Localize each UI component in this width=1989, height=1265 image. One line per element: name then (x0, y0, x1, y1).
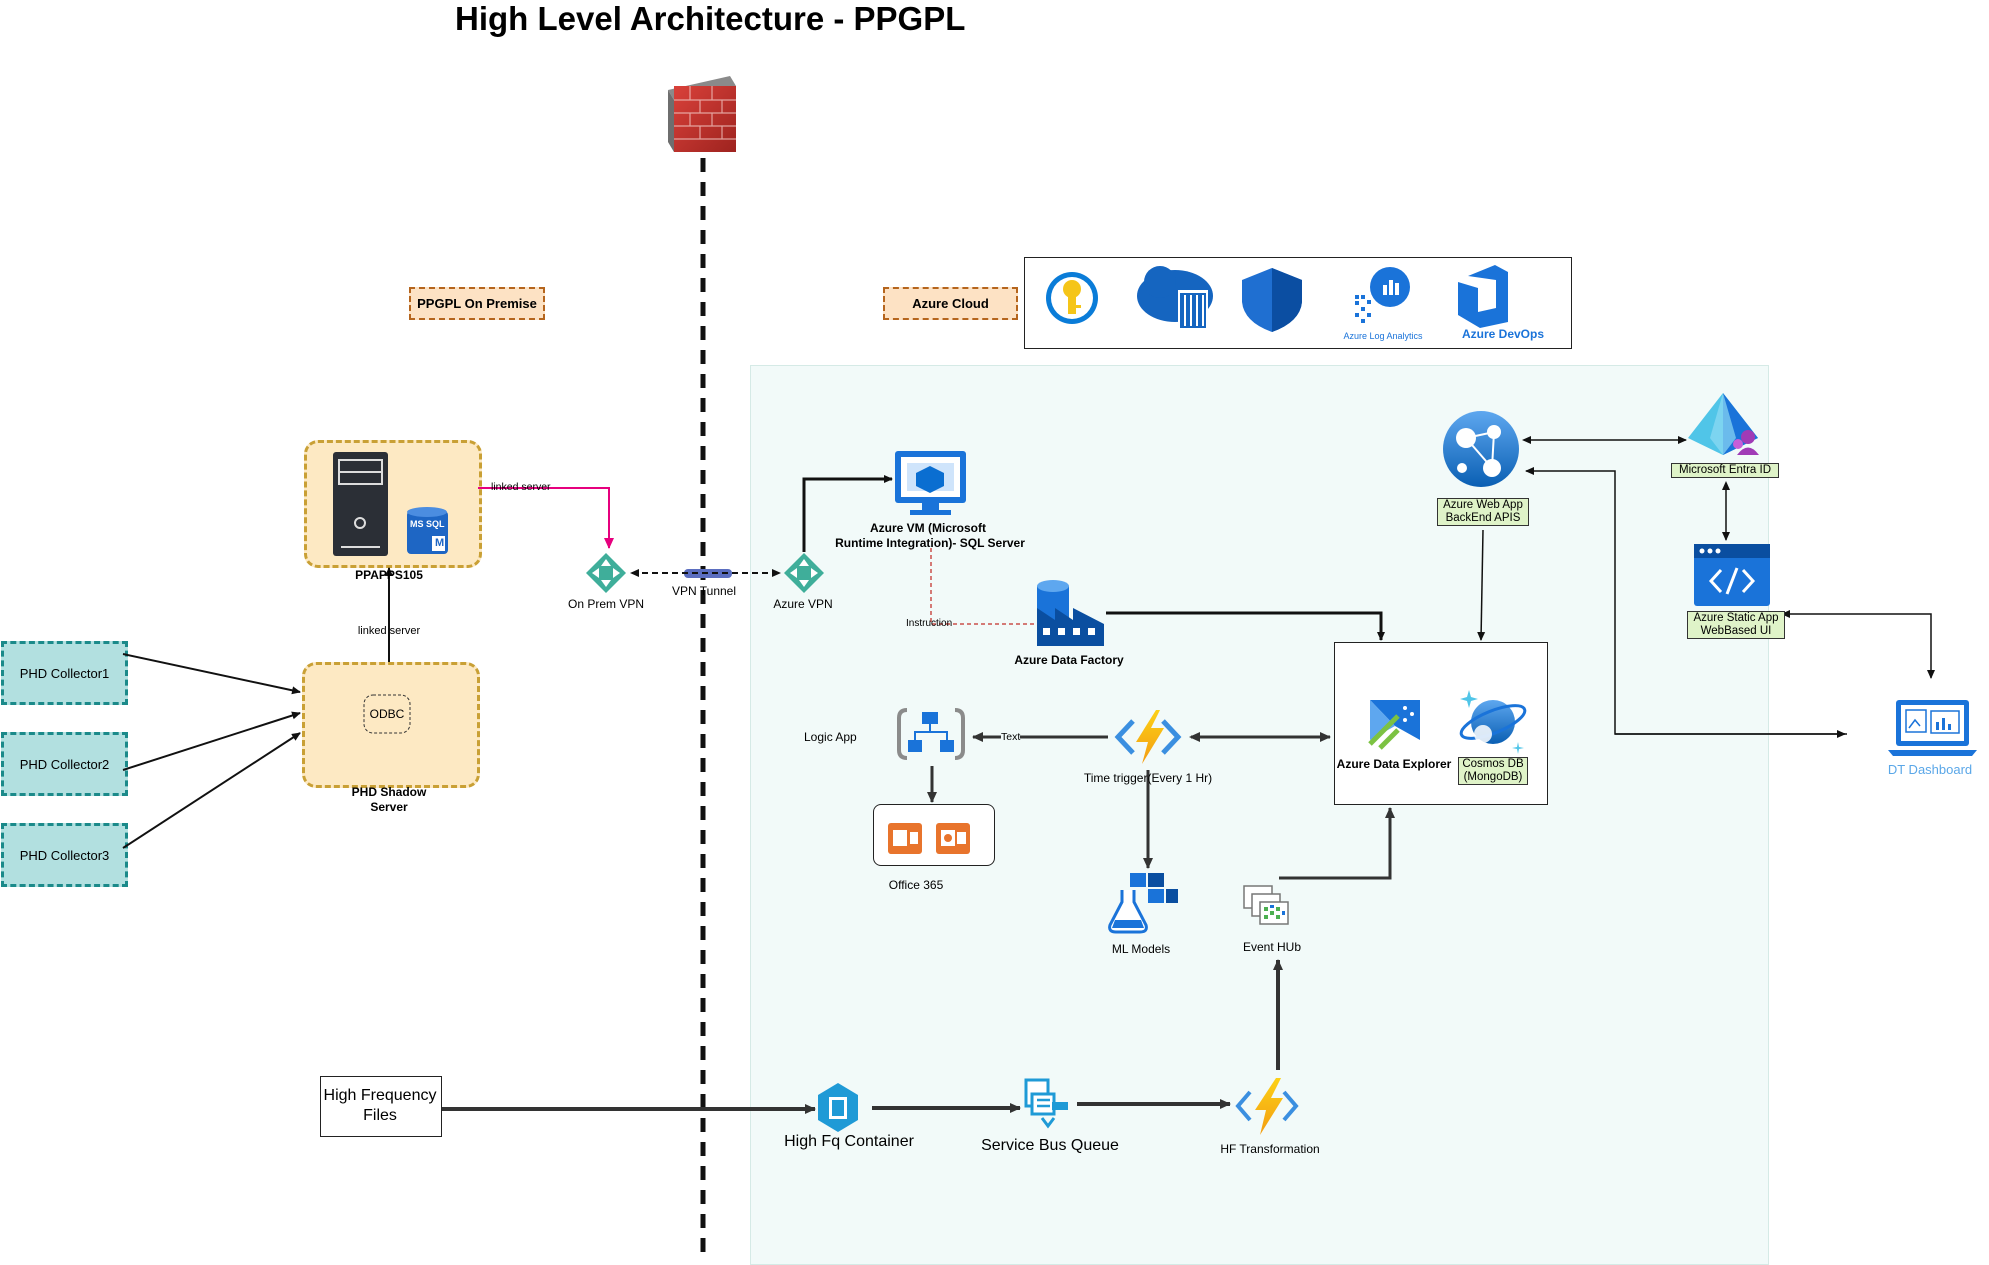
edge-vpn-to-vm (802, 475, 893, 552)
service-bus-label: Service Bus Queue (981, 1137, 1119, 1154)
ml-models-icon (1108, 873, 1178, 934)
devops-label: Azure DevOps (1461, 327, 1545, 341)
firewall-icon (668, 76, 736, 152)
edge-collector2 (122, 711, 301, 771)
log-analytics-icon (1355, 267, 1410, 323)
static-app-label-2: WebBased UI (1700, 625, 1772, 637)
key-vault-icon (1046, 272, 1098, 324)
storage-container-icon (818, 1083, 858, 1132)
dt-dashboard-label: DT Dashboard (1887, 762, 1973, 777)
phd-collector-2: PHD Collector2 (1, 732, 128, 796)
instruction-label: Instruction (906, 618, 953, 629)
odbc-icon (363, 694, 411, 734)
azure-function-icon (1114, 710, 1182, 764)
outlook-icon (936, 823, 970, 854)
linked-server-label-bottom: linked server (357, 625, 421, 637)
edge-dashboard-to-webapp (1525, 467, 1847, 735)
ms-sql-label: MS SQL (410, 519, 445, 529)
web-app-icon (1443, 411, 1519, 487)
office365-label: Office 365 (888, 878, 944, 892)
ml-models-label: ML Models (1111, 942, 1171, 956)
cloud-services-icon (1137, 266, 1213, 330)
event-hub-icon (1243, 885, 1289, 925)
high-frequency-files-label-1: High Frequency (323, 1087, 437, 1104)
azure-cloud-zone-label: Azure Cloud (883, 287, 1018, 320)
laptop-dashboard-icon (1888, 700, 1977, 756)
data-factory-label: Azure Data Factory (1014, 653, 1124, 667)
hf-transformation-label: HF Transformation (1220, 1142, 1320, 1156)
edge-static-dashboard (1781, 610, 1935, 679)
azure-vm-label-2: Runtime Integration)- SQL Server (835, 536, 1025, 550)
data-factory-icon (1037, 580, 1104, 646)
data-explorer-label: Azure Data Explorer (1336, 757, 1452, 771)
web-app-label-1: Azure Web App (1443, 499, 1523, 511)
azure-vm-icon (895, 451, 966, 515)
edge-webapp-to-explorer (1477, 529, 1486, 641)
azure-vpn-icon (784, 553, 824, 593)
static-app-label: Azure Static App WebBased UI (1687, 611, 1785, 639)
shadow-server-label-1: PHD Shadow (351, 785, 427, 799)
shadow-server-label-2: Server (370, 800, 408, 814)
devops-icon (1458, 265, 1508, 328)
high-frequency-files-label-2: Files (363, 1107, 397, 1124)
ms-sql-database-icon (407, 507, 448, 554)
odbc-label: ODBC (369, 707, 405, 721)
web-app-label: Azure Web App BackEnd APIS (1437, 498, 1529, 526)
edge-server-to-vpn (478, 487, 614, 549)
cosmos-db-label-2: (MongoDB) (1463, 771, 1523, 783)
edge-eventhub-to-explorer (1279, 807, 1395, 880)
ms-sql-m-label: M (435, 537, 445, 549)
server-label: PPAPPS105 (355, 568, 423, 582)
static-web-app-icon (1694, 544, 1770, 606)
azure-vm-label-1: Azure VM (Microsoft (869, 521, 987, 535)
teams-icon (888, 823, 922, 854)
log-analytics-label: Azure Log Analytics (1343, 331, 1423, 341)
linked-server-label-top: linked server (491, 481, 551, 493)
web-app-label-2: BackEnd APIS (1445, 512, 1521, 524)
edge-collector1 (122, 653, 301, 695)
on-prem-vpn-icon (586, 553, 626, 593)
logic-app-label: Logic App (804, 730, 857, 744)
data-explorer-icon (1368, 700, 1420, 750)
function-trigger-label: Time trigger(Every 1 Hr) (1083, 771, 1213, 785)
event-hub-label: Event HUb (1242, 940, 1302, 954)
vpn-tunnel-label: VPN Tunnel (671, 584, 737, 598)
phd-shadow-server-box (302, 662, 480, 788)
hf-container-label: High Fq Container (784, 1133, 914, 1150)
on-prem-vpn-label: On Prem VPN (567, 597, 645, 611)
high-frequency-files-box (320, 1076, 442, 1137)
edge-collector3 (122, 732, 301, 849)
hf-function-icon (1235, 1078, 1299, 1135)
security-shield-icon (1242, 268, 1302, 332)
logic-app-icon (897, 708, 965, 760)
entra-id-icon (1688, 393, 1759, 455)
edge-instruction (930, 548, 1034, 625)
on-premise-zone-label: PPGPL On Premise (409, 287, 545, 320)
entra-id-label: Microsoft Entra ID (1671, 463, 1779, 478)
edge-adf-to-explorer (1106, 611, 1385, 641)
cosmos-db-icon (1459, 690, 1527, 754)
static-app-label-1: Azure Static App (1693, 612, 1779, 624)
cosmos-db-label: Cosmos DB (MongoDB) (1458, 757, 1528, 785)
text-edge-label: Text (1001, 731, 1021, 743)
phd-collector-3: PHD Collector3 (1, 823, 128, 887)
server-tower-icon (333, 452, 388, 556)
page-title: High Level Architecture - PPGPL (455, 0, 966, 37)
phd-collector-1: PHD Collector1 (1, 641, 128, 705)
cosmos-db-label-1: Cosmos DB (1462, 758, 1524, 770)
service-bus-icon (1024, 1078, 1068, 1129)
azure-vpn-label: Azure VPN (773, 597, 833, 611)
